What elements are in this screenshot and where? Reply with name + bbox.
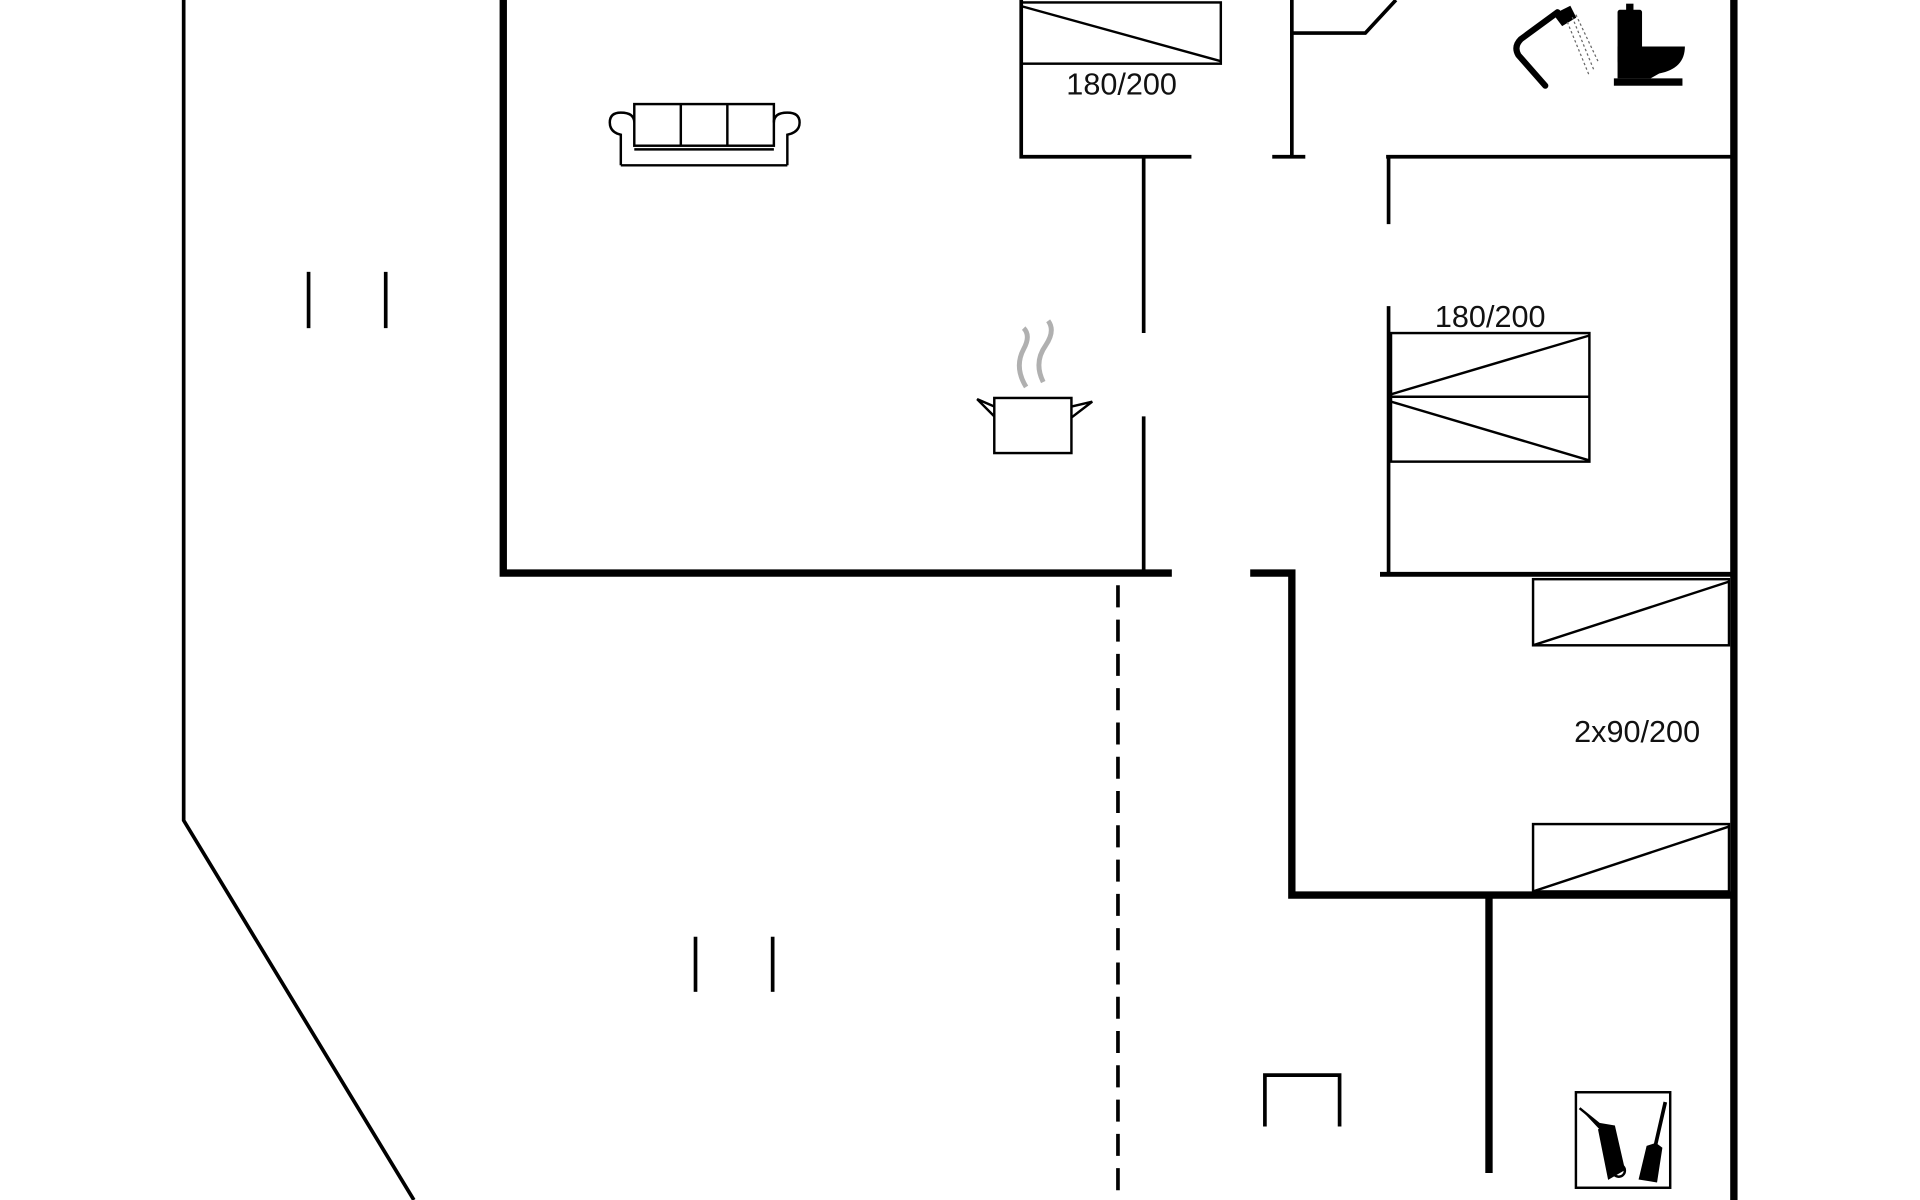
bed-top-label: 180/200 [1066, 67, 1177, 101]
bunk-beds-label: 2x90/200 [1574, 715, 1700, 749]
shower-icon [1513, 5, 1599, 89]
bunk-bed-bottom [1531, 822, 1731, 893]
bathroom-door [1291, 0, 1398, 35]
bed-top [1020, 1, 1223, 65]
outer-wall-left [181, 0, 416, 1200]
sofa-icon [608, 102, 801, 167]
bunk-room-wall [1250, 569, 1734, 899]
utility-room-icon [1574, 1091, 1672, 1189]
bunk-bed-top [1531, 577, 1731, 647]
bed-middle [1389, 331, 1591, 463]
window-marks [306, 271, 775, 992]
bed-middle-label: 180/200 [1435, 300, 1546, 334]
toilet-icon [1613, 3, 1685, 86]
outdoor-fixture [1263, 1073, 1342, 1127]
cooking-pot-icon [976, 319, 1093, 455]
living-room-wall [499, 0, 1172, 577]
